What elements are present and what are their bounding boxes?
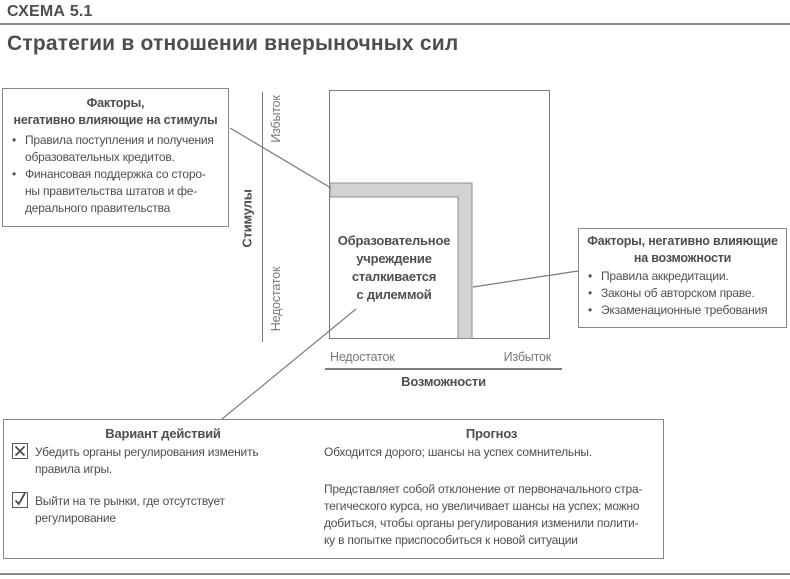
- forecast-text: Обходится дорого; шансы на успех сомните…: [324, 445, 592, 459]
- opportunities-box-list: Правила аккредитации. Законы об авторско…: [579, 268, 782, 319]
- list-item: Правила поступления и получения образова…: [3, 132, 224, 166]
- forecast-text: Представляет собой отклонение от первона…: [324, 482, 643, 547]
- x-axis-left-tick-label: Недостаток: [330, 350, 395, 364]
- bullet-icon: [3, 132, 25, 166]
- page-bottom-divider: [0, 573, 790, 575]
- action-column-header: Вариант действий: [105, 426, 221, 441]
- x-axis-right-tick-label: Избыток: [503, 350, 552, 364]
- list-item-text: Экзаменационные требования: [601, 303, 768, 317]
- y-axis-label: Стимулы: [239, 189, 255, 248]
- page-title: Стратегии в отношении внерыночных сил: [7, 32, 459, 55]
- check-mark-icon: [12, 492, 28, 508]
- x-axis-line: [325, 368, 562, 370]
- opportunities-box-title: Факторы, негативно влияющие на возможнос…: [587, 234, 778, 265]
- x-axis-label: Возможности: [401, 374, 486, 389]
- list-item-text: Финансовая поддержка со сторо- ны правит…: [25, 167, 206, 215]
- x-mark-icon: [12, 443, 28, 459]
- bullet-icon: [579, 302, 601, 319]
- options-table: Вариант действий Прогноз Убедить органы …: [3, 419, 664, 559]
- bullet-icon: [579, 285, 601, 302]
- incentives-factors-box: Факторы, негативно влияющие на стимулы П…: [2, 88, 229, 227]
- opportunities-factors-box: Факторы, негативно влияющие на возможнос…: [578, 228, 787, 328]
- list-item: Правила аккредитации.: [579, 268, 782, 285]
- dilemma-text: Образовательное учреждение сталкивается …: [337, 233, 451, 302]
- header-divider: [0, 23, 790, 25]
- incentives-box-title: Факторы, негативно влияющие на стимулы: [13, 96, 218, 127]
- y-axis-line: [262, 92, 263, 342]
- list-item: Финансовая поддержка со сторо- ны правит…: [3, 166, 224, 217]
- action-item-text: Убедить органы регулирования изменить пр…: [35, 445, 259, 476]
- list-item-text: Законы об авторском праве.: [601, 286, 755, 300]
- y-axis-top-tick-label: Избыток: [269, 95, 283, 143]
- list-item-text: Правила аккредитации.: [601, 269, 729, 283]
- bullet-icon: [579, 268, 601, 285]
- incentives-box-list: Правила поступления и получения образова…: [3, 132, 224, 217]
- list-item: Экзаменационные требования: [579, 302, 782, 319]
- list-item-text: Правила поступления и получения образова…: [25, 133, 214, 164]
- scheme-number-label: СХЕМА 5.1: [7, 3, 93, 20]
- list-item: Законы об авторском праве.: [579, 285, 782, 302]
- bullet-icon: [3, 166, 25, 217]
- forecast-column-header: Прогноз: [465, 426, 518, 441]
- action-item-text: Выйти на те рынки, где отсутствует регул…: [35, 494, 225, 525]
- y-axis-bottom-tick-label: Недостаток: [269, 266, 283, 332]
